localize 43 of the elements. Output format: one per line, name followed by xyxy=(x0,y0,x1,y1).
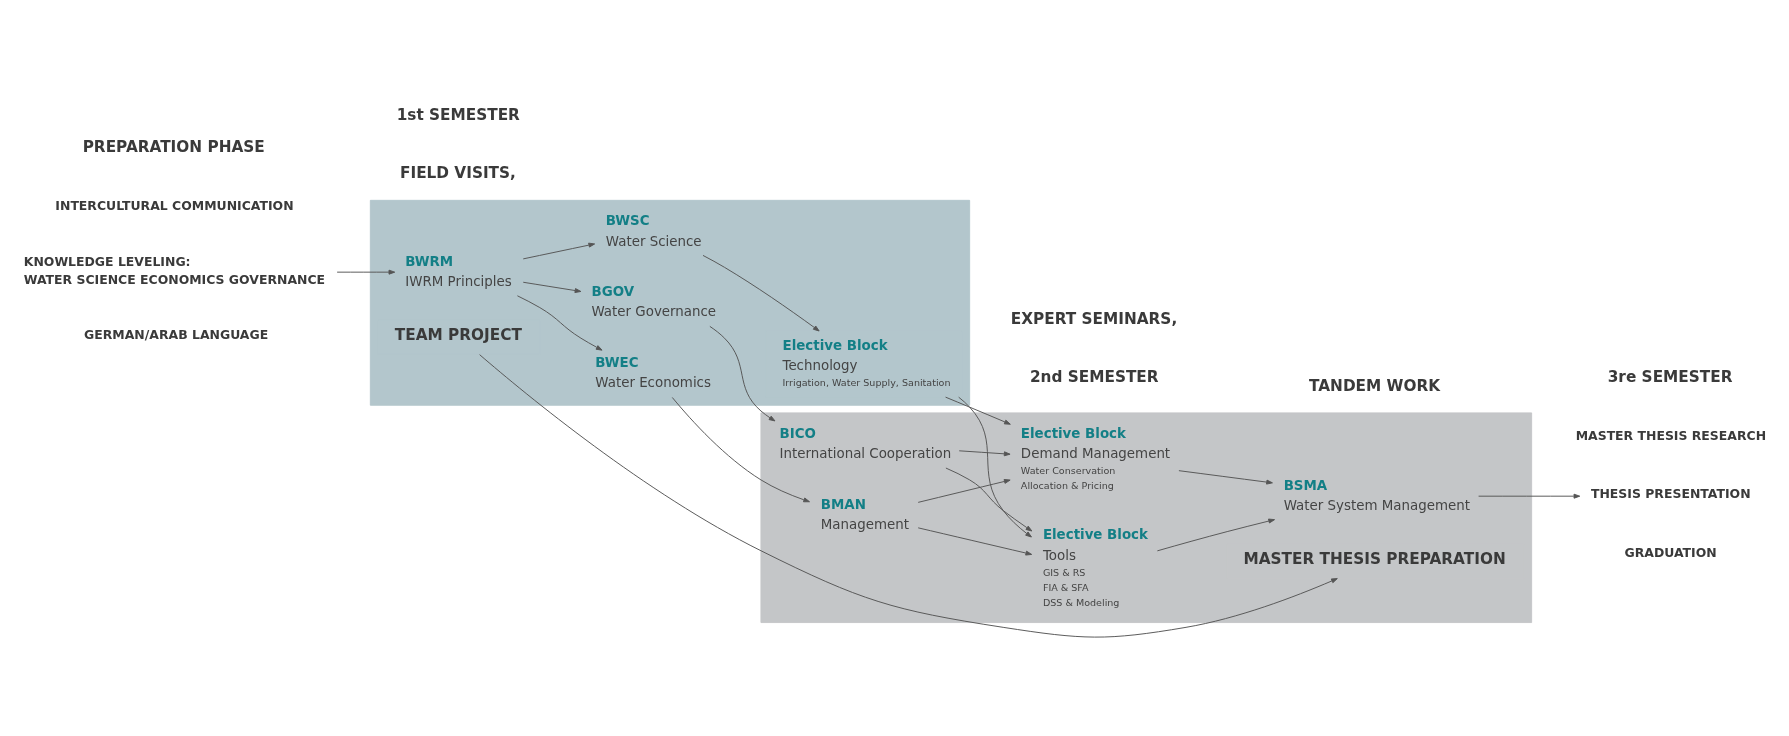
label: 3re SEMESTER xyxy=(1607,367,1733,386)
arrow xyxy=(709,325,776,421)
arrow xyxy=(917,526,1033,556)
node-text: BGOV Water Governance xyxy=(591,283,717,319)
node-text: BWSC Water Science xyxy=(605,212,702,249)
label: PREPARATION PHASE xyxy=(82,137,265,156)
node-text: TEAM PROJECT xyxy=(394,325,522,344)
arrow xyxy=(958,396,1032,537)
label: 1st SEMESTER xyxy=(396,105,520,124)
node-text: Elective Block Technology Irrigation, Water Supply, Sanitation xyxy=(782,337,951,388)
arrow xyxy=(958,449,1011,456)
arrow xyxy=(1178,469,1273,485)
node-text: BMAN Management xyxy=(820,496,909,532)
node-text: KNOWLEDGE LEVELING: WATER SCIENCE ECONOMICS GOVERNANCE xyxy=(23,253,326,287)
node-text: MASTER THESIS PREPARATION xyxy=(1243,549,1506,568)
arrow xyxy=(516,294,603,351)
arrow xyxy=(1478,493,1581,499)
node-text: MASTER THESIS RESEARCH xyxy=(1575,427,1767,443)
arrow xyxy=(1156,518,1276,551)
node-text: THESIS PRESENTATION xyxy=(1590,485,1751,501)
node-text: Elective Block Demand Management Water Conservation Allocation & Pricing xyxy=(1020,425,1171,491)
label: EXPERT SEMINARS, xyxy=(1010,309,1178,328)
arrow xyxy=(479,353,1338,638)
node-text: BSMA Water System Management xyxy=(1283,477,1470,513)
label: TANDEM WORK xyxy=(1309,376,1441,395)
node-text: BWRM IWRM Principles xyxy=(405,253,512,289)
arrow xyxy=(702,254,820,331)
node-text: BICO International Cooperation xyxy=(779,425,952,461)
arrow xyxy=(336,269,396,275)
node-text: BWEC Water Economics xyxy=(595,354,711,390)
node-text: INTERCULTURAL COMMUNICATION xyxy=(55,197,294,213)
arrow xyxy=(522,242,596,259)
cluster xyxy=(369,199,971,406)
label: 2nd SEMESTER xyxy=(1029,367,1159,386)
arrow xyxy=(917,478,1011,503)
label: FIELD VISITS, xyxy=(400,163,516,182)
cluster xyxy=(760,411,1533,623)
node-text: Elective Block Tools GIS & RS FIA & SFA DSS & Modeling xyxy=(1042,526,1148,608)
arrow xyxy=(522,281,582,293)
node-text: GERMAN/ARAB LANGUAGE xyxy=(84,326,269,342)
arrow xyxy=(945,396,1011,425)
arrow xyxy=(945,467,1033,531)
node-text: GRADUATION xyxy=(1624,544,1717,560)
